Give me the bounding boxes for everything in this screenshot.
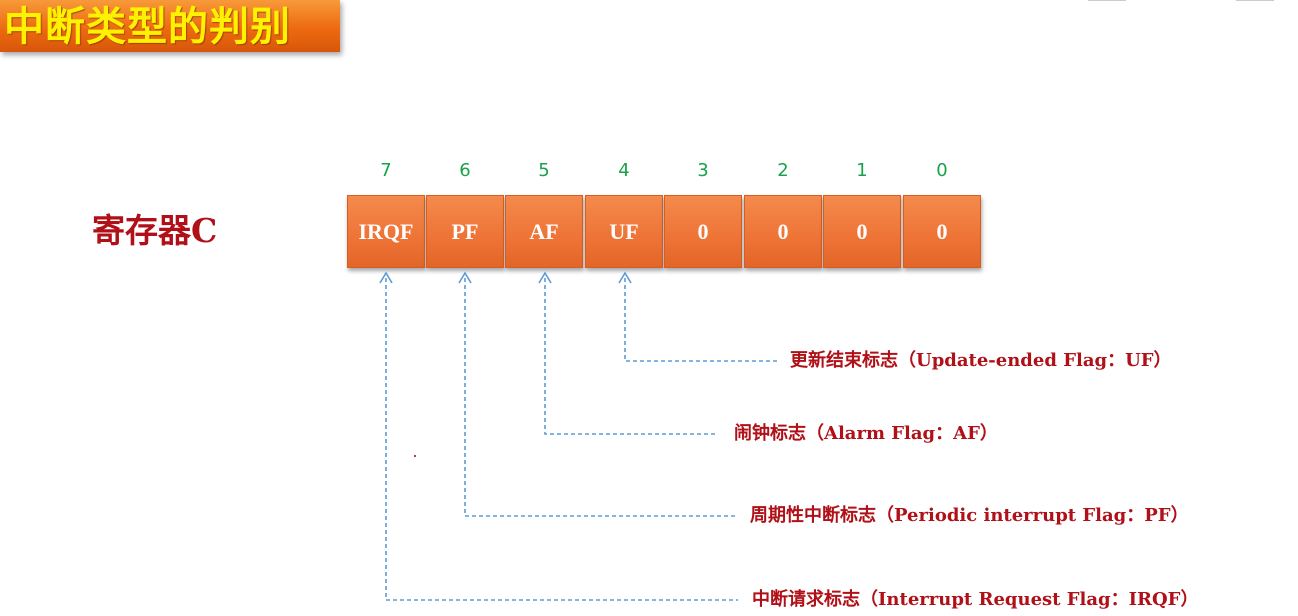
bit-number-7: 7: [380, 160, 392, 181]
bit-number-5: 5: [538, 160, 550, 181]
arrowhead-uf: [618, 271, 632, 284]
bit-cell-uf: UF: [585, 195, 663, 268]
bit-cell-3: 0: [664, 195, 742, 268]
bit-number-2: 2: [777, 160, 789, 181]
connector-uf: [624, 278, 778, 362]
corner-rule-right: [1236, 0, 1274, 1]
bit-cell-pf: PF: [426, 195, 504, 268]
bit-number-1: 1: [856, 160, 868, 181]
bit-number-0: 0: [936, 160, 948, 181]
callout-pf: 周期性中断标志（Periodic interrupt Flag：PF）: [750, 505, 1189, 526]
page-title: 中断类型的判别: [4, 4, 291, 50]
arrowhead-pf: [458, 271, 472, 284]
bit-cell-1: 0: [823, 195, 901, 268]
callout-uf: 更新结束标志（Update-ended Flag：UF）: [790, 350, 1172, 371]
connector-pf: [464, 278, 738, 517]
bit-cell-af: AF: [505, 195, 583, 268]
arrowhead-af: [538, 271, 552, 284]
arrowhead-irqf: [379, 271, 393, 284]
callout-af: 闹钟标志（Alarm Flag：AF）: [734, 423, 998, 444]
bit-number-3: 3: [697, 160, 709, 181]
bit-cell-2: 0: [744, 195, 822, 268]
corner-rule-left: [1088, 0, 1126, 1]
bit-cell-0: 0: [903, 195, 981, 268]
bit-cell-irqf: IRQF: [347, 195, 425, 268]
callout-irqf: 中断请求标志（Interrupt Request Flag：IRQF）: [752, 589, 1199, 610]
register-label: 寄存器C: [92, 211, 218, 250]
title-banner: 中断类型的判别: [0, 0, 340, 52]
bit-number-4: 4: [618, 160, 630, 181]
connector-irqf: [385, 278, 738, 601]
stray-dot: [414, 455, 416, 457]
connector-af: [544, 278, 716, 435]
bit-number-6: 6: [459, 160, 471, 181]
